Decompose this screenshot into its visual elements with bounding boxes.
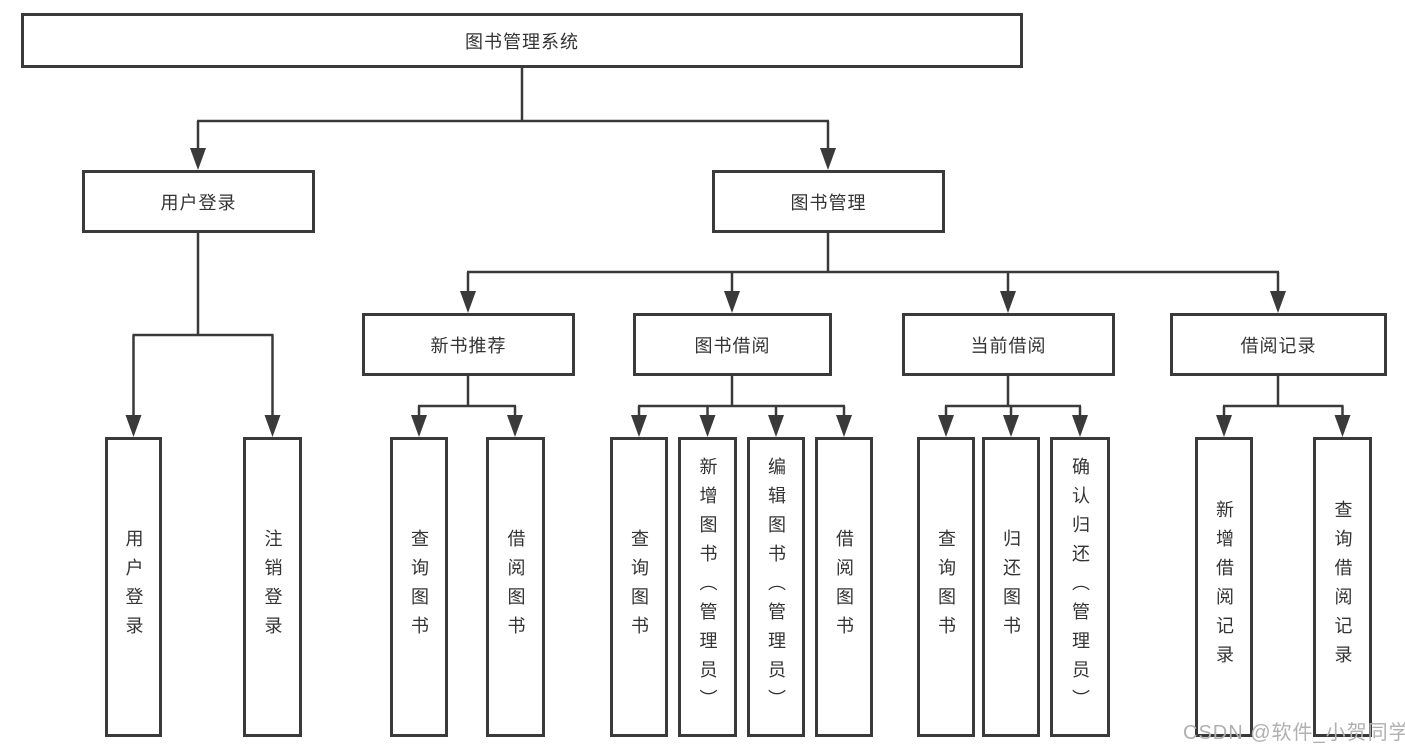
leaf-label: 确认归还（管理员） (1070, 456, 1090, 718)
leaf-query-books-current: 查询图书 (917, 437, 975, 737)
node-book-management: 图书管理 (712, 170, 945, 233)
arrowheads (125, 148, 1351, 437)
node-label: 用户登录 (160, 192, 237, 213)
csdn-watermark: CSDN @软件_小贺同学 (1183, 722, 1405, 744)
leaf-label: 归还图书 (1001, 529, 1021, 645)
leaf-label: 注销登录 (262, 529, 283, 645)
leaf-label: 新增图书（管理员） (697, 456, 718, 718)
leaf-add-books-admin: 新增图书（管理员） (678, 437, 737, 737)
leaf-label: 借阅图书 (505, 529, 526, 645)
leaf-add-borrow-record: 新增借阅记录 (1195, 437, 1253, 737)
leaf-label: 查询图书 (409, 529, 429, 645)
leaf-label: 用户登录 (123, 529, 144, 645)
leaf-return-books: 归还图书 (982, 437, 1040, 737)
node-label: 当前借阅 (970, 335, 1047, 356)
leaf-label: 查询图书 (936, 529, 956, 645)
node-label: 新书推荐 (430, 335, 507, 356)
leaf-label: 新增借阅记录 (1214, 500, 1234, 674)
leaf-label: 查询图书 (629, 529, 649, 645)
leaf-user-login: 用户登录 (105, 437, 162, 737)
node-book-borrowing: 图书借阅 (633, 313, 832, 376)
leaf-label: 借阅图书 (834, 529, 854, 645)
leaf-logout: 注销登录 (243, 437, 302, 737)
node-label: 图书借阅 (694, 335, 771, 356)
node-user-login: 用户登录 (82, 170, 315, 233)
leaf-label: 编辑图书（管理员） (766, 456, 786, 718)
node-label: 借阅记录 (1240, 335, 1317, 356)
node-library-management-system: 图书管理系统 (21, 13, 1023, 68)
leaf-borrow-books-recommend: 借阅图书 (486, 437, 545, 737)
node-label: 图书管理 (790, 192, 867, 213)
leaf-confirm-return-admin: 确认归还（管理员） (1050, 437, 1110, 737)
leaf-edit-books-admin: 编辑图书（管理员） (747, 437, 805, 737)
leaf-borrow-books: 借阅图书 (815, 437, 873, 737)
leaf-query-borrow-record: 查询借阅记录 (1313, 437, 1372, 737)
node-current-borrowing: 当前借阅 (902, 313, 1115, 376)
node-borrowing-records: 借阅记录 (1170, 313, 1387, 376)
node-new-book-recommend: 新书推荐 (362, 313, 575, 376)
leaf-query-books-recommend: 查询图书 (390, 437, 448, 737)
leaf-label: 查询借阅记录 (1332, 500, 1353, 674)
node-label: 图书管理系统 (465, 31, 579, 52)
leaf-query-books-borrowing: 查询图书 (610, 437, 668, 737)
